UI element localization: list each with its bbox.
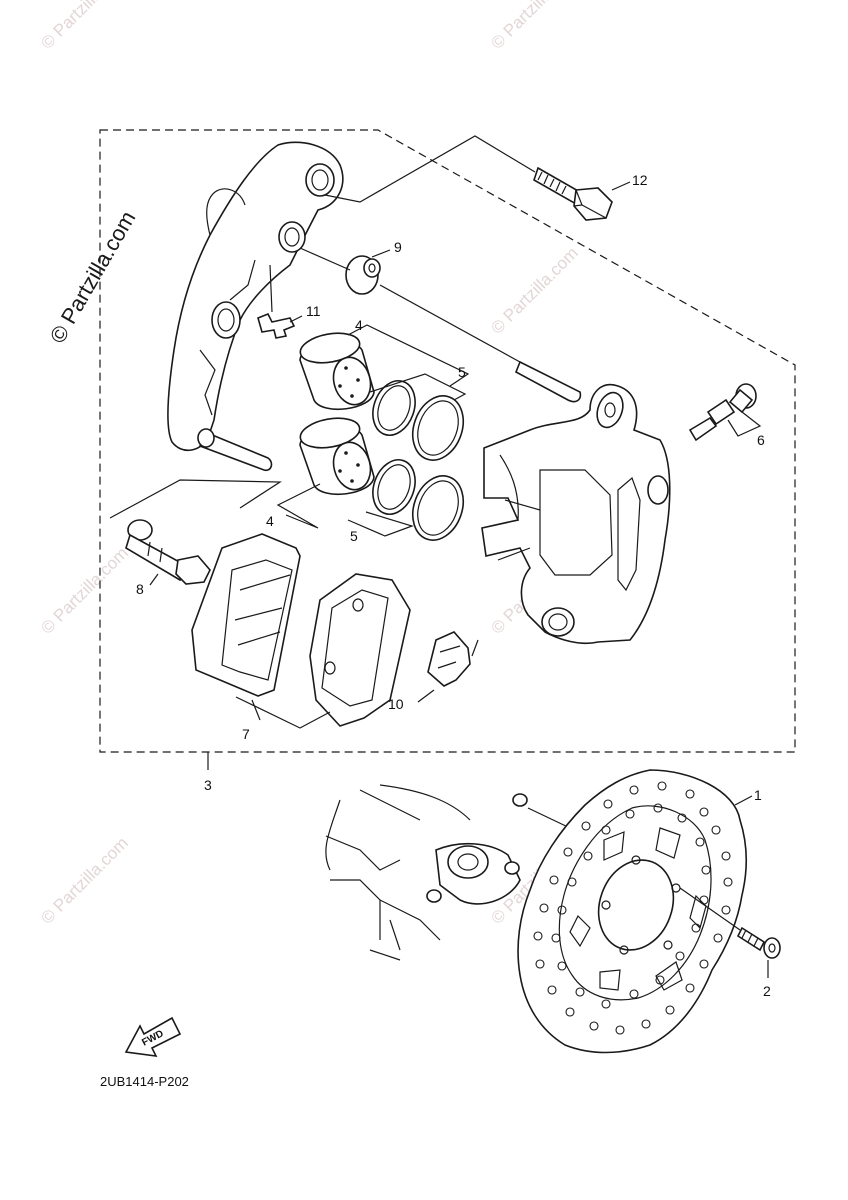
callout-7: 7: [242, 726, 250, 742]
leader-line-4b: [276, 483, 321, 529]
leader-line-4a: [347, 324, 470, 387]
callout-4b: 4: [266, 513, 274, 529]
piston-seals-lower: [372, 459, 465, 541]
boot-bushing: [345, 255, 381, 295]
fwd-arrow-icon: FWD: [124, 1016, 182, 1057]
callout-2: 2: [763, 983, 771, 999]
leader-line-12: [611, 181, 631, 191]
leader-line-2: [679, 887, 769, 978]
callout-5b: 5: [350, 528, 358, 544]
leader-line-bushing-to-pin: [379, 284, 521, 363]
diagram-code: 2UB1414-P202: [100, 1074, 189, 1089]
brake-disc: [517, 769, 748, 1054]
callout-8: 8: [136, 581, 144, 597]
callout-10: 10: [388, 696, 404, 712]
pad-pin: [125, 519, 211, 585]
callout-3: 3: [204, 777, 212, 793]
caliper-assembly-boundary: [99, 129, 796, 753]
callout-5a: 5: [458, 364, 466, 380]
wheel-hub: [325, 784, 528, 961]
leader-line-9: [371, 249, 391, 258]
watermark-main: © Partzilla.com: [45, 207, 141, 348]
callout-1: 1: [754, 787, 762, 803]
piston-lower: [299, 417, 375, 496]
piston-upper: [299, 332, 375, 411]
leader-line-6: [727, 411, 762, 437]
retaining-clip: [257, 312, 296, 339]
callout-11: 11: [306, 303, 321, 319]
callout-4a: 4: [355, 317, 363, 333]
watermark: © Partzilla.com: [37, 543, 131, 637]
callout-9: 9: [394, 239, 402, 255]
leader-line-7: [235, 696, 331, 729]
watermark: © Partzilla.com: [37, 833, 131, 927]
mounting-bolt: [533, 166, 613, 221]
piston-seals-upper: [372, 380, 465, 461]
leader-line-bolt-to-bracket: [324, 135, 536, 203]
callout-6: 6: [757, 432, 765, 448]
brake-pad-right: [309, 573, 411, 727]
brake-pad-left: [191, 533, 301, 697]
leader-line-hub: [527, 807, 571, 829]
leader-line-5a: [369, 373, 467, 401]
leader-line-11: [269, 264, 303, 323]
caliper-body: [481, 360, 671, 645]
watermark: © Partzilla.com: [37, 0, 131, 53]
leader-line-bracket-to-bushing: [299, 247, 351, 271]
leader-line-8b: [149, 573, 159, 586]
leader-line-5b: [347, 511, 414, 537]
pad-spring: [427, 631, 471, 687]
watermark: © Partzilla.com: [487, 0, 581, 53]
disc-bolt: [736, 926, 781, 959]
leader-line-10: [417, 639, 479, 703]
leader-line-1: [734, 795, 753, 806]
caliper-bracket: [167, 141, 344, 472]
watermark: © Partzilla.com: [487, 243, 581, 337]
callout-12: 12: [632, 172, 648, 188]
callouts: 1 2 3 4 4 5 5 6 7 8 9 10 11 12: [136, 172, 771, 999]
bleeder-screw: [688, 383, 757, 442]
leader-line-8a: [109, 479, 282, 519]
